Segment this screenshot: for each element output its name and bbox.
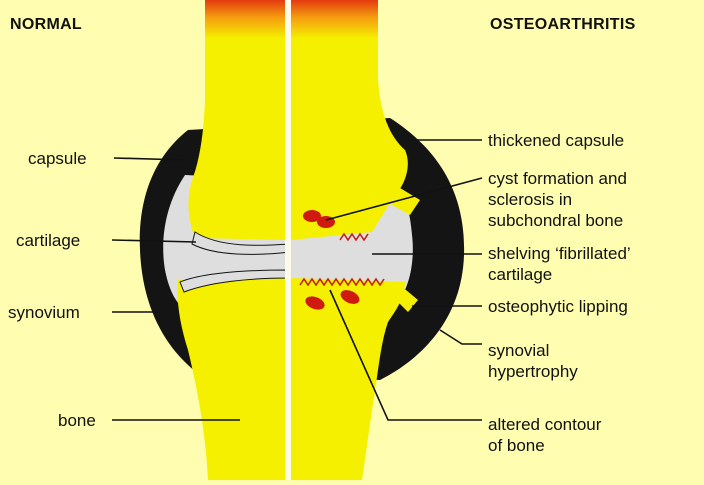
fibrillated-cartilage-lower <box>290 270 402 282</box>
leader-capsule <box>113 157 187 161</box>
fibrillated-edge-upper <box>339 232 369 242</box>
cyst-1 <box>303 210 321 222</box>
label-cyst-formation: cyst formation and sclerosis in subchond… <box>488 169 627 230</box>
label-capsule: capsule <box>28 149 87 168</box>
label-bone: bone <box>58 411 96 430</box>
center-divider <box>285 0 291 480</box>
leader-contour <box>329 289 482 421</box>
label-altered-contour: altered contour of bone <box>488 415 602 455</box>
fibrillated-edge-lower <box>299 277 385 287</box>
osteophyte-upper <box>392 185 420 215</box>
label-synovium: synovium <box>8 303 80 322</box>
fibrillated-cartilage-upper <box>290 232 372 252</box>
leader-hypertrophy <box>439 329 482 345</box>
label-osteophytic-lipping: osteophytic lipping <box>488 297 628 316</box>
leader-cyst <box>325 177 483 221</box>
leader-cartilage <box>111 239 197 243</box>
cyst-3 <box>305 296 325 310</box>
heading-osteoarthritis: OSTEOARTHRITIS <box>490 16 636 33</box>
label-shelving-cartilage: shelving ‘fibrillated’ cartilage <box>488 244 631 284</box>
label-cartilage: cartilage <box>16 231 81 250</box>
femur-bone <box>188 0 408 240</box>
label-thickened-capsule: thickened capsule <box>488 131 625 150</box>
heading-normal: NORMAL <box>10 16 83 33</box>
cyst-4 <box>340 290 360 304</box>
tibia-bone <box>177 276 405 480</box>
label-synovial-hypertrophy: synovial hypertrophy <box>488 341 578 381</box>
